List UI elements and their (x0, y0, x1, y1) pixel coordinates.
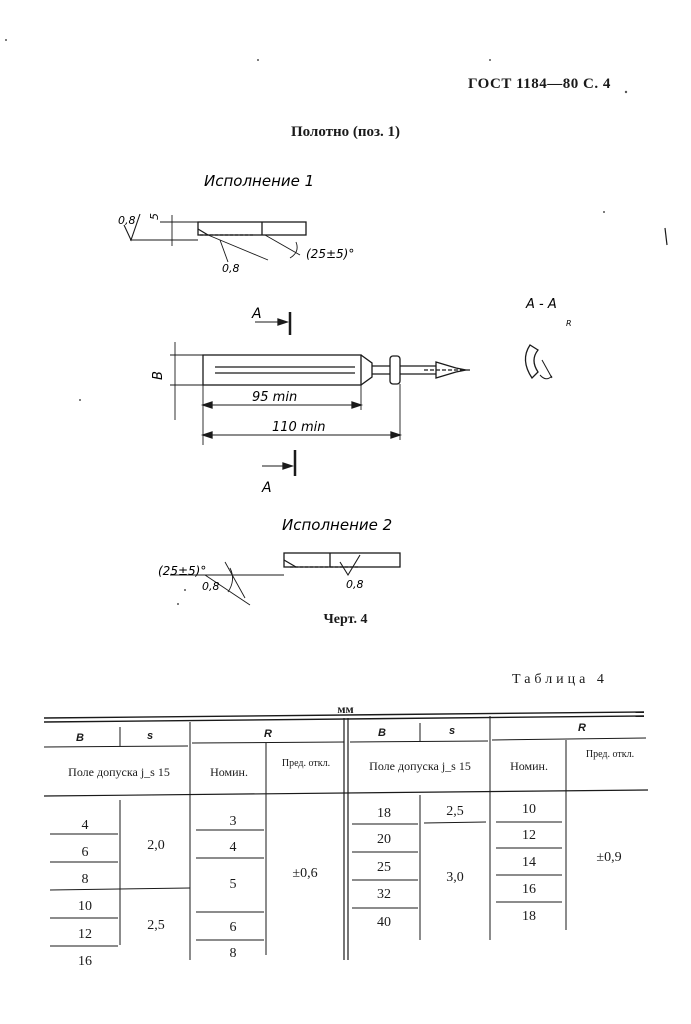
right-R-cell: 12 (522, 828, 536, 843)
right-B-cell: 32 (377, 887, 391, 902)
dim-B: B (151, 371, 166, 380)
document-header: ГОСТ 1184—80 С. 4 (468, 76, 611, 92)
right-s-cell: 2,5 (446, 804, 464, 819)
left-header-nominal: Номин. (210, 765, 248, 779)
left-s-cell: 2,0 (147, 838, 165, 853)
left-header-s: s (146, 730, 154, 742)
right-header-R: R (578, 722, 586, 734)
right-header-deviation: Пред. откл. (585, 749, 635, 760)
left-B-cell: 16 (78, 954, 92, 969)
right-R-cell: 10 (522, 802, 536, 817)
left-B-cell: 8 (81, 872, 89, 887)
left-B-cell: 6 (81, 845, 89, 860)
section-A-top: A (251, 306, 262, 322)
left-R-cell: 6 (229, 920, 237, 935)
technical-drawing: Исполнение 1 Исполнение 2 0,8 5 0,8 (25±… (5, 39, 668, 606)
right-R-cell: 18 (522, 909, 536, 924)
left-R-cell: 5 (229, 877, 237, 892)
left-B-cell: 10 (78, 899, 92, 914)
right-R-cell: 14 (522, 855, 536, 870)
left-R-cell: 8 (229, 946, 237, 961)
right-header-nominal: Номин. (510, 759, 548, 773)
section-AA-label: A - A (525, 297, 557, 312)
left-header-B: B (76, 732, 84, 744)
right-B-cell: 20 (377, 832, 391, 847)
variant2-label: Исполнение 2 (282, 516, 392, 534)
left-B-cell: 4 (81, 818, 89, 833)
right-header-tolerance: Поле допуска j_s 15 (369, 759, 471, 773)
left-B-cell: 12 (78, 927, 92, 942)
table-label: Таблица 4 (512, 672, 608, 687)
variant1-label: Исполнение 1 (204, 172, 314, 190)
roughness-08-a: 0,8 (118, 214, 136, 227)
right-B-cell: 25 (377, 860, 391, 875)
dim-110min: 110 min (272, 420, 325, 435)
section-A-bottom: A (261, 480, 272, 496)
drawing-caption: Черт. 4 (323, 612, 368, 627)
dim-5: 5 (148, 213, 161, 220)
left-header-tolerance: Поле допуска j_s 15 (68, 765, 170, 779)
section-R-label: R (566, 319, 572, 328)
left-header-deviation: Пред. откл. (281, 758, 331, 769)
right-header-B: B (378, 727, 386, 739)
blade-front-view (202, 354, 362, 386)
angle-1: (25±5)° (306, 247, 354, 261)
roughness-08-c: 0,8 (202, 580, 220, 593)
dim-95min: 95 min (252, 390, 297, 405)
unit-label: мм (337, 702, 354, 716)
right-R-cell: 16 (522, 882, 536, 897)
left-R-cell: 4 (229, 840, 237, 855)
right-B-cell: 18 (377, 806, 391, 821)
left-s-cell: 2,5 (147, 918, 165, 933)
left-R-deviation: ±0,6 (292, 866, 318, 881)
roughness-08-b: 0,8 (222, 262, 240, 275)
left-header-R: R (264, 728, 272, 740)
left-R-cell: 3 (229, 814, 237, 829)
right-s-cell: 3,0 (446, 870, 464, 885)
angle-2: (25±5)° (158, 564, 206, 578)
right-B-cell: 40 (377, 915, 391, 930)
drawing-title: Полотно (поз. 1) (290, 124, 401, 140)
right-R-deviation: ±0,9 (596, 850, 622, 865)
roughness-08-d: 0,8 (346, 578, 364, 591)
right-header-s: s (448, 725, 456, 737)
